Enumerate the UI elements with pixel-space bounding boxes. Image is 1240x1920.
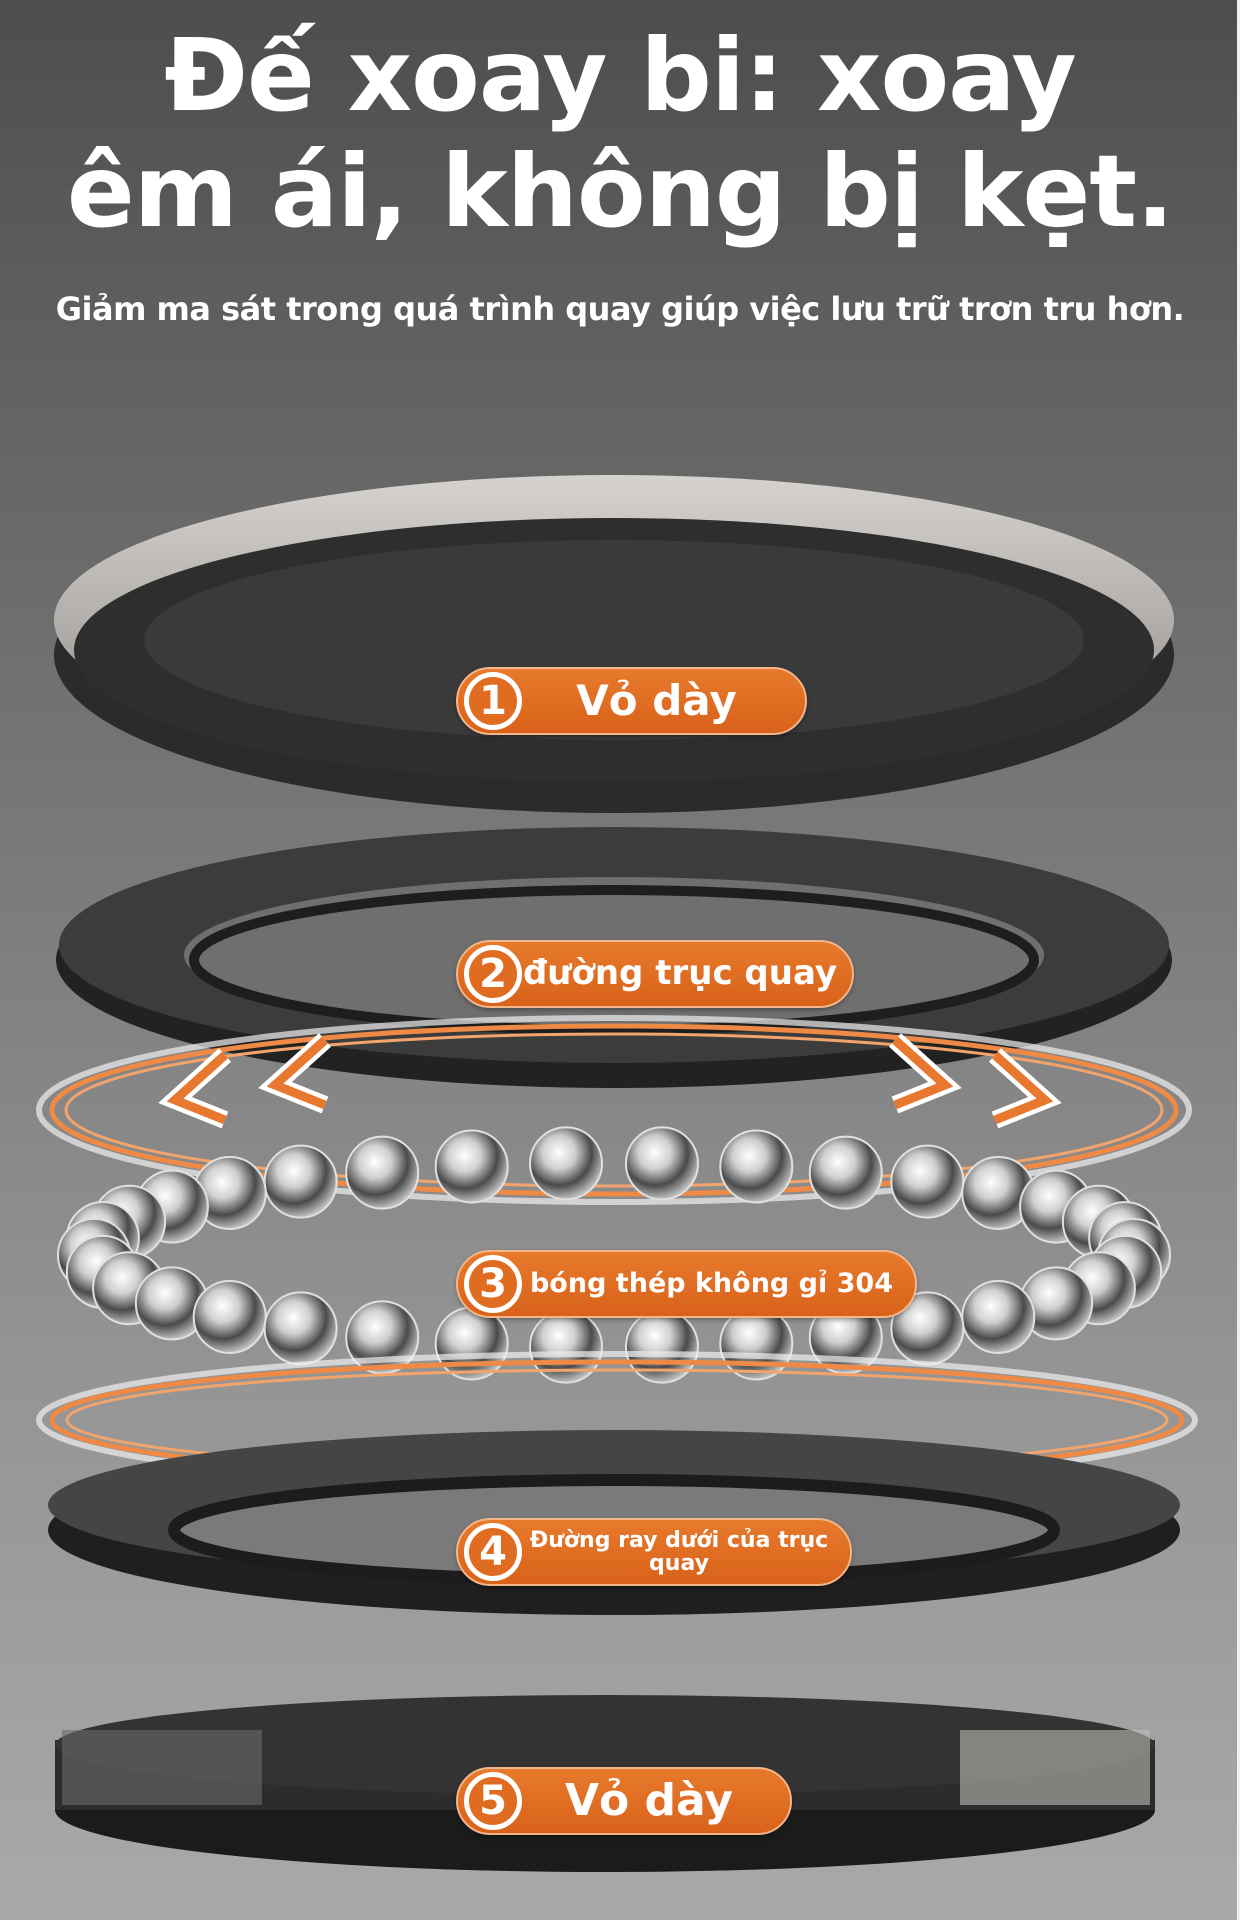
number-badge: 4: [464, 1523, 522, 1581]
title-line-1: Đế xoay bi: xoay: [164, 17, 1077, 134]
steel-ball: [529, 1126, 604, 1201]
right-edge-strip: [1237, 0, 1240, 1920]
steel-ball: [624, 1126, 699, 1201]
number-badge: 2: [464, 945, 522, 1003]
part-label-2: 2 đường trục quay: [456, 940, 854, 1008]
rotation-arrows: [158, 1033, 1062, 1129]
steel-ball: [263, 1144, 338, 1219]
steel-ball: [808, 1135, 883, 1210]
number-badge: 1: [464, 672, 522, 730]
steel-ball: [890, 1144, 965, 1219]
title-line-2: êm ái, không bị kẹt.: [66, 133, 1174, 250]
steel-ball: [719, 1306, 794, 1381]
part-label-text: bóng thép không gỉ 304: [529, 1267, 893, 1299]
steel-ball: [434, 1306, 509, 1381]
number-badge: 3: [464, 1255, 522, 1313]
steel-ball: [192, 1279, 267, 1354]
part-label-1: 1 Vỏ dày: [456, 667, 807, 735]
steel-ball: [961, 1279, 1036, 1354]
part-label-text: đường trục quay: [522, 953, 838, 994]
steel-ball: [434, 1129, 509, 1204]
part-label-4: 4 Đường ray dưới của trục quay: [456, 1518, 852, 1586]
page-title: Đế xoay bi: xoay êm ái, không bị kẹt.: [0, 18, 1240, 250]
steel-ball: [719, 1129, 794, 1204]
part-label-text: Đường ray dưới của trục quay: [529, 1527, 829, 1576]
number-badge: 5: [464, 1772, 522, 1830]
part-label-5: 5 Vỏ dày: [456, 1767, 792, 1835]
orange-motion-ring-top: [36, 1015, 1192, 1205]
subtitle: Giảm ma sát trong quá trình quay giúp vi…: [55, 290, 1185, 328]
steel-ball: [263, 1291, 338, 1366]
part-label-text: Vỏ dày: [564, 1774, 734, 1826]
steel-ball: [345, 1135, 420, 1210]
part-label-text: Vỏ dày: [576, 675, 737, 725]
top-shell: [54, 475, 1174, 813]
part-label-3: 3 bóng thép không gỉ 304: [456, 1250, 917, 1318]
